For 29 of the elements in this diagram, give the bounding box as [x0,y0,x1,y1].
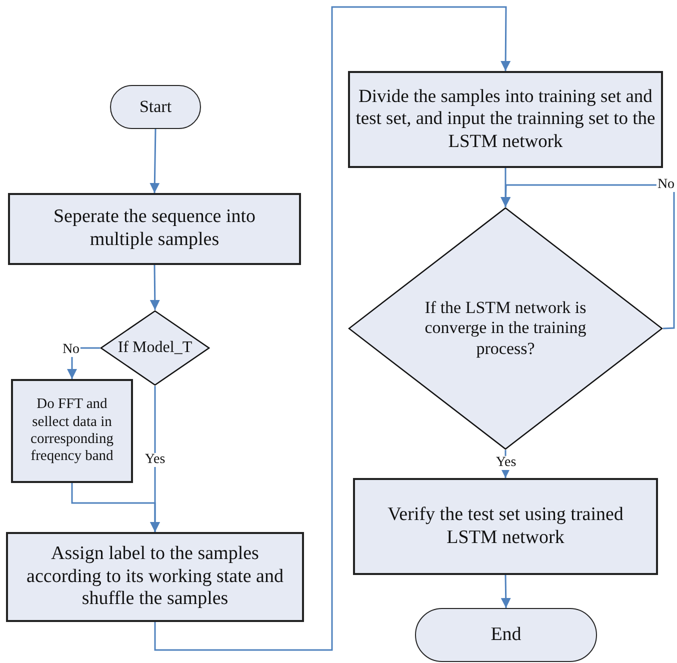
edge-label: Yes [494,456,518,470]
arrow [150,265,160,310]
node-text: Start [139,96,172,118]
node-text: End [490,624,522,646]
arrow [500,184,675,330]
process-box [353,478,658,575]
process-box [348,71,663,168]
node-text: Seperate the sequence into multiple samples [52,206,257,252]
process-box [6,532,304,622]
terminal-node [415,608,597,662]
arrow [154,6,511,651]
node-text: If Model_T [118,338,192,358]
process-box [11,379,133,483]
node-text: Assign label to the samples according to its working state and shuffle the samples [26,542,284,612]
decision-diamond [348,207,663,450]
decision-diamond [100,310,210,386]
process-box [8,193,301,265]
arrow [71,483,160,532]
edge-label: No [656,178,676,192]
arrow [500,574,511,608]
node-text: Divide the samples into training set and test set, and input the trainning set to the LSTM network [354,86,656,153]
edge-label: Yes [144,453,166,467]
arrow [150,128,160,194]
terminal-node [110,85,201,129]
edge-label: No [61,343,81,357]
node-text: Verify the test set using trained LSTM network [386,504,624,550]
node-text: If the LSTM network is converge in the training process? [424,298,588,360]
arrow [67,347,100,379]
node-text: Do FFT and sellect data in corresponding freqency band [30,396,114,466]
